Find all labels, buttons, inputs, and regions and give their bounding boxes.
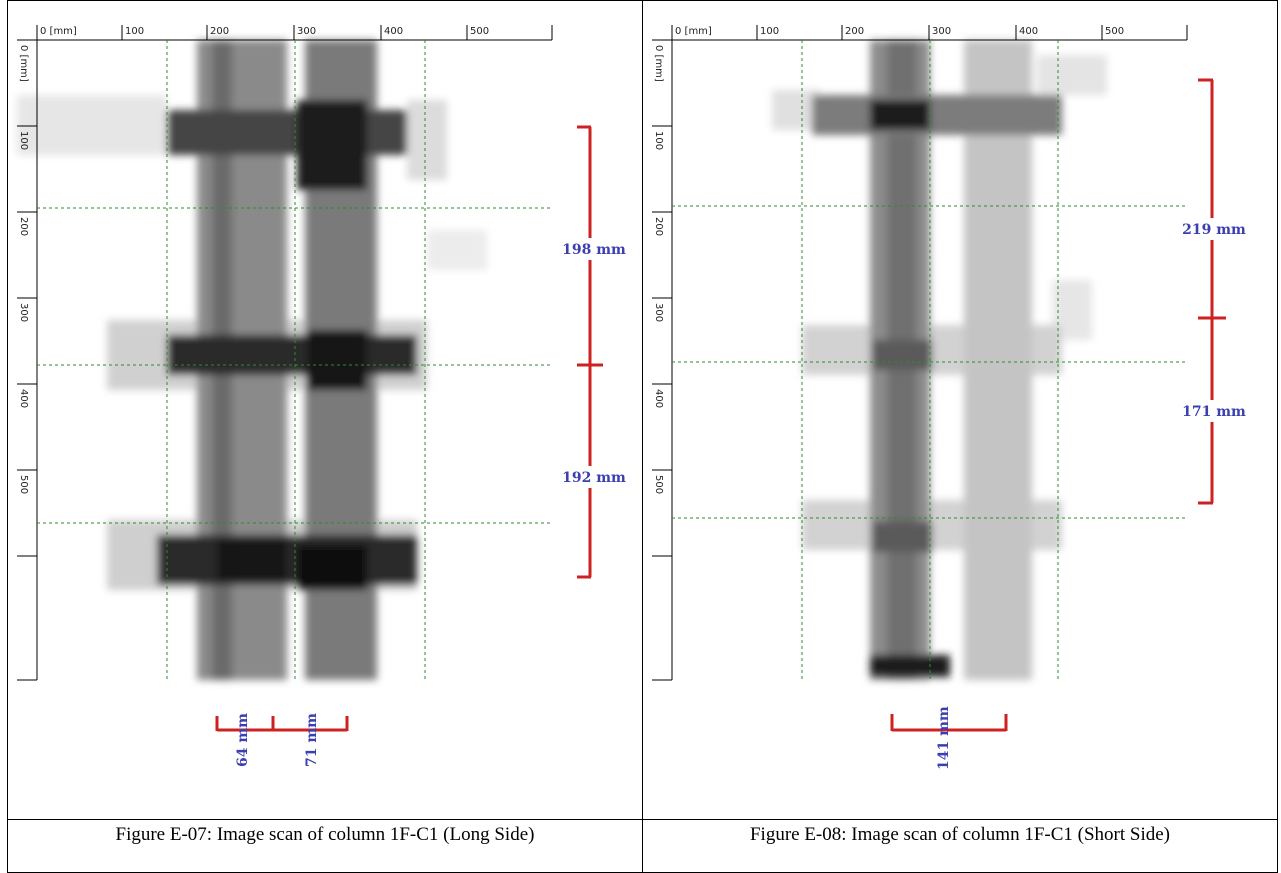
vertical-dimension (1198, 78, 1226, 505)
x-tick-0: 0 [mm] (40, 26, 77, 37)
y-tick-0: 0 [mm] (18, 45, 29, 82)
y-tick-400: 400 (18, 389, 29, 408)
x-tick-100: 100 (125, 26, 144, 37)
y-tick-100: 100 (18, 131, 29, 150)
grid-lines (672, 40, 1187, 680)
figure-caption-short-side: Figure E-08: Image scan of column 1F-C1 … (749, 824, 1171, 845)
x-tick-400: 400 (1019, 26, 1038, 37)
scan-shading (772, 40, 1107, 680)
y-tick-200: 200 (653, 217, 664, 236)
x-tick-200: 200 (845, 26, 864, 37)
y-axis (652, 39, 673, 681)
x-tick-0: 0 [mm] (675, 26, 712, 37)
dimension-label-lower: 192 mm (562, 470, 626, 486)
figure-caption-long-side: Figure E-07: Image scan of column 1F-C1 … (115, 824, 535, 845)
x-tick-300: 300 (932, 26, 951, 37)
y-tick-0: 0 [mm] (653, 45, 664, 82)
bar-gap-label-left: 64 mm (235, 713, 251, 767)
y-axis (17, 39, 38, 681)
y-tick-500: 500 (653, 475, 664, 494)
dimension-label-upper: 198 mm (562, 242, 626, 258)
horizontal-dimension (890, 714, 1008, 732)
y-tick-400: 400 (653, 389, 664, 408)
y-tick-200: 200 (18, 217, 29, 236)
x-tick-100: 100 (760, 26, 779, 37)
x-tick-300: 300 (297, 26, 316, 37)
x-tick-500: 500 (470, 26, 489, 37)
scan-shading (17, 40, 487, 680)
vertical-dimension (577, 125, 603, 579)
x-tick-400: 400 (384, 26, 403, 37)
x-tick-500: 500 (1105, 26, 1124, 37)
y-tick-500: 500 (18, 475, 29, 494)
bar-gap-label: 141 mm (936, 706, 952, 770)
grid-lines (37, 40, 552, 680)
y-tick-100: 100 (653, 131, 664, 150)
scan-image-long-side: 0 [mm] 100 200 300 400 500 0 [mm] 100 20… (17, 25, 633, 767)
scan-image-short-side: 0 [mm] 100 200 300 400 500 0 [mm] 100 20… (652, 25, 1254, 770)
y-tick-300: 300 (653, 303, 664, 322)
y-tick-300: 300 (18, 303, 29, 322)
bar-gap-label-right: 71 mm (304, 713, 320, 767)
dimension-label-lower: 171 mm (1182, 404, 1246, 420)
x-tick-200: 200 (210, 26, 229, 37)
horizontal-dimension (215, 716, 349, 732)
dimension-label-upper: 219 mm (1182, 222, 1246, 238)
